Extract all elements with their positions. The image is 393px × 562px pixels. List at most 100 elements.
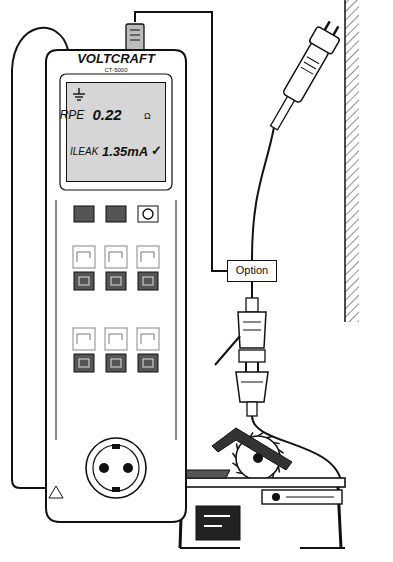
tester-housing-part-part [143, 277, 153, 285]
lcd-display: RPE0.22ΩILEAK1.35mA✓ [66, 82, 166, 182]
mains-plug-part [263, 17, 346, 134]
appliance-coupler-part [243, 322, 261, 323]
mains-plug-part-part [271, 95, 296, 130]
table-saw-part-part [233, 453, 236, 458]
tester-housing-part [130, 35, 140, 36]
ground-symbol [73, 93, 85, 94]
tester-housing-part [49, 486, 63, 498]
wall-part [344, 0, 346, 322]
mains-plug [252, 17, 345, 260]
tester-housing-part [130, 40, 140, 41]
tester-housing-part-part [138, 206, 158, 222]
wall-part [345, 0, 359, 322]
tester-housing-part [56, 200, 176, 440]
tester-housing-part-part [106, 272, 126, 290]
tester-housing-part-part [105, 328, 127, 350]
reading-label: ILEAK [70, 147, 98, 157]
tester-housing-part-part [74, 206, 94, 222]
table-saw [175, 428, 345, 548]
tester-housing-part-part [79, 359, 89, 367]
mains-plug-part-part [307, 57, 319, 64]
tester-housing [46, 24, 186, 522]
appliance-coupler-part [236, 372, 268, 402]
tester-housing-part-part [137, 328, 159, 350]
tester-housing-part-part [109, 252, 122, 262]
tester-housing-part [130, 30, 140, 31]
ground-symbol [72, 87, 86, 101]
tester-housing-part-part [106, 206, 126, 222]
tester-housing-part [86, 438, 146, 498]
mains-plug-part-part [325, 21, 330, 30]
tester-housing-part-part [143, 209, 153, 219]
mains-plug-part-part [309, 26, 341, 55]
table-saw-part [175, 478, 345, 487]
appliance-coupler-part [246, 298, 258, 312]
tester-housing-part [46, 50, 186, 522]
tester-housing-part [73, 206, 159, 372]
table-saw-part [300, 547, 345, 549]
option-box: Option [227, 260, 277, 282]
pass-mark: ✓ [151, 144, 162, 157]
tester-housing-part [99, 463, 109, 473]
appliance-coupler-part [245, 362, 247, 372]
mains-plug-part-part [301, 67, 313, 74]
tester-housing-part-part [106, 354, 126, 372]
tester-housing-part [60, 74, 172, 190]
mains-plug-part [252, 127, 274, 260]
ground-symbol [75, 96, 83, 97]
tester-housing-part-part [111, 277, 121, 285]
table-saw-part [196, 506, 240, 540]
tester-housing-part [112, 487, 120, 492]
table-saw-part-part [236, 443, 237, 449]
tester-housing-part-part [137, 246, 159, 268]
tester-housing-part-part [138, 272, 158, 290]
mains-plug-part-part [304, 62, 316, 69]
brand-name: VOLTCRAFT [77, 52, 155, 65]
table-saw-part-part [258, 433, 263, 436]
wall [345, 0, 359, 322]
tester-housing-part-part [73, 246, 95, 268]
tester-housing-part [126, 24, 144, 52]
table-saw-part [262, 490, 342, 504]
tester-housing-part [93, 445, 139, 491]
tester-housing-part-part [109, 334, 122, 344]
table-saw-part-part [232, 463, 237, 466]
tester-housing-part-part [74, 272, 94, 290]
reading-value: 1.35mA [102, 145, 148, 158]
model-number: CT-5000 [104, 67, 127, 73]
tester-housing-part-part [79, 277, 89, 285]
mains-plug-part-part [333, 26, 338, 35]
ground-symbol [77, 99, 81, 100]
tester-housing-part-part [105, 246, 127, 268]
table-saw-part [212, 428, 292, 470]
appliance-coupler-part [243, 330, 261, 331]
table-saw-part [204, 515, 230, 517]
reading-value: 0.22 [92, 107, 121, 122]
table-saw-part-part [278, 466, 279, 472]
appliance-coupler-part [251, 282, 253, 300]
tester-housing-part-part [143, 359, 153, 367]
appliance-coupler-part [257, 362, 259, 372]
reading-unit: Ω [144, 112, 151, 121]
appliance-coupler-part [239, 350, 265, 362]
appliance-coupler-part [215, 336, 240, 365]
mains-plug-part-part [282, 41, 329, 103]
tester-housing-part [112, 444, 120, 449]
tester-housing-part-part [74, 354, 94, 372]
tester-housing-part-part [73, 328, 95, 350]
tester-housing-part [123, 463, 133, 473]
ground-symbol [78, 88, 79, 94]
table-saw-part [182, 470, 230, 478]
tester-unit: RPE0.22ΩILEAK1.35mA✓VOLTCRAFTCT-5000 [45, 22, 187, 523]
tester-housing-part-part [77, 252, 90, 262]
table-saw-part [272, 493, 280, 501]
tester-housing-part-part [141, 334, 154, 344]
table-saw-part-part [266, 436, 272, 437]
table-saw-part-part [236, 472, 242, 473]
option-label: Option [235, 265, 269, 276]
appliance-coupler-part [247, 402, 257, 416]
table-saw-part-part [274, 442, 280, 443]
